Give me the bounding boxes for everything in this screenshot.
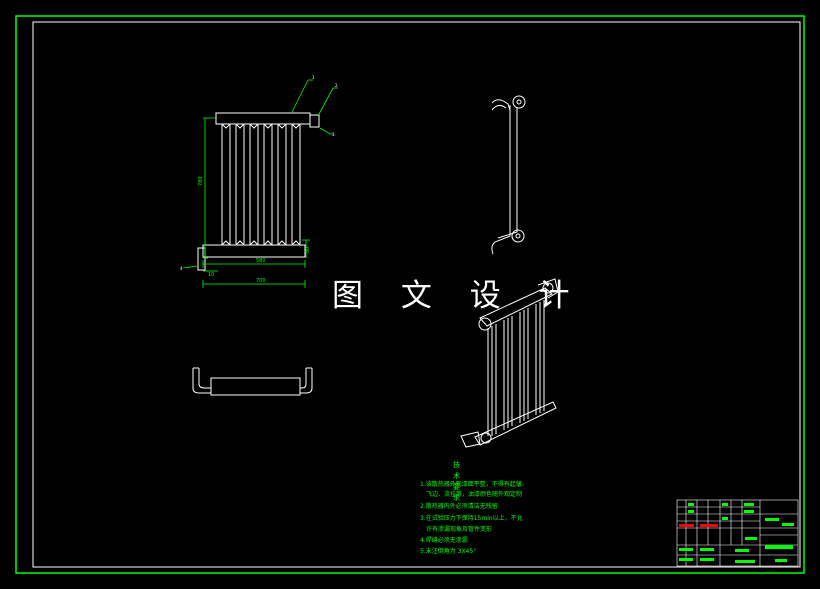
radiator-top-view — [192, 367, 313, 396]
tech-requirements-title: 技术要求 — [453, 461, 460, 502]
tech-note-line: 1.该散热器外观漆面平整，不得有起皱、 — [420, 481, 528, 488]
balloon-numbers: 1 2 3 4 — [180, 75, 338, 271]
tech-note-line: 许有渗漏现象及管件变形 — [426, 526, 493, 533]
tech-note-line: 2.散热器内外必须清洁无残留 — [420, 503, 498, 510]
dimension-texts: 780 50 580 700 10 — [198, 176, 311, 284]
balloon-3: 3 — [332, 132, 335, 137]
balloon-4: 4 — [180, 266, 183, 271]
outer-border — [15, 15, 805, 574]
title-block — [676, 499, 799, 567]
radiator-isometric-view — [460, 278, 559, 448]
tech-note-line: 3.在试验压力下保持15min以上，不允 — [420, 515, 523, 522]
dim-total-text: 700 — [256, 278, 266, 284]
dimension-lines — [182, 79, 338, 288]
radiator-side-view — [491, 95, 526, 255]
watermark-text: 图 文 设 计 — [332, 278, 584, 314]
dim-width-text: 580 — [256, 258, 266, 264]
tech-note-line: 飞边、流挂等，油漆颜色随外观定制 — [426, 491, 523, 498]
radiator-front-view — [197, 112, 320, 271]
tech-note-line: 5.未注倒角为 3X45° — [420, 548, 477, 555]
title-block-fills — [679, 503, 794, 563]
dim-lower-text: 50 — [305, 247, 311, 253]
inner-border — [32, 21, 801, 568]
dim-offset-text: 10 — [208, 272, 214, 278]
balloon-2: 2 — [335, 83, 338, 88]
tech-note-line: 4.焊缝必须无渗漏 — [420, 537, 468, 544]
balloon-1: 1 — [312, 75, 315, 80]
dim-height-text: 780 — [198, 176, 204, 186]
